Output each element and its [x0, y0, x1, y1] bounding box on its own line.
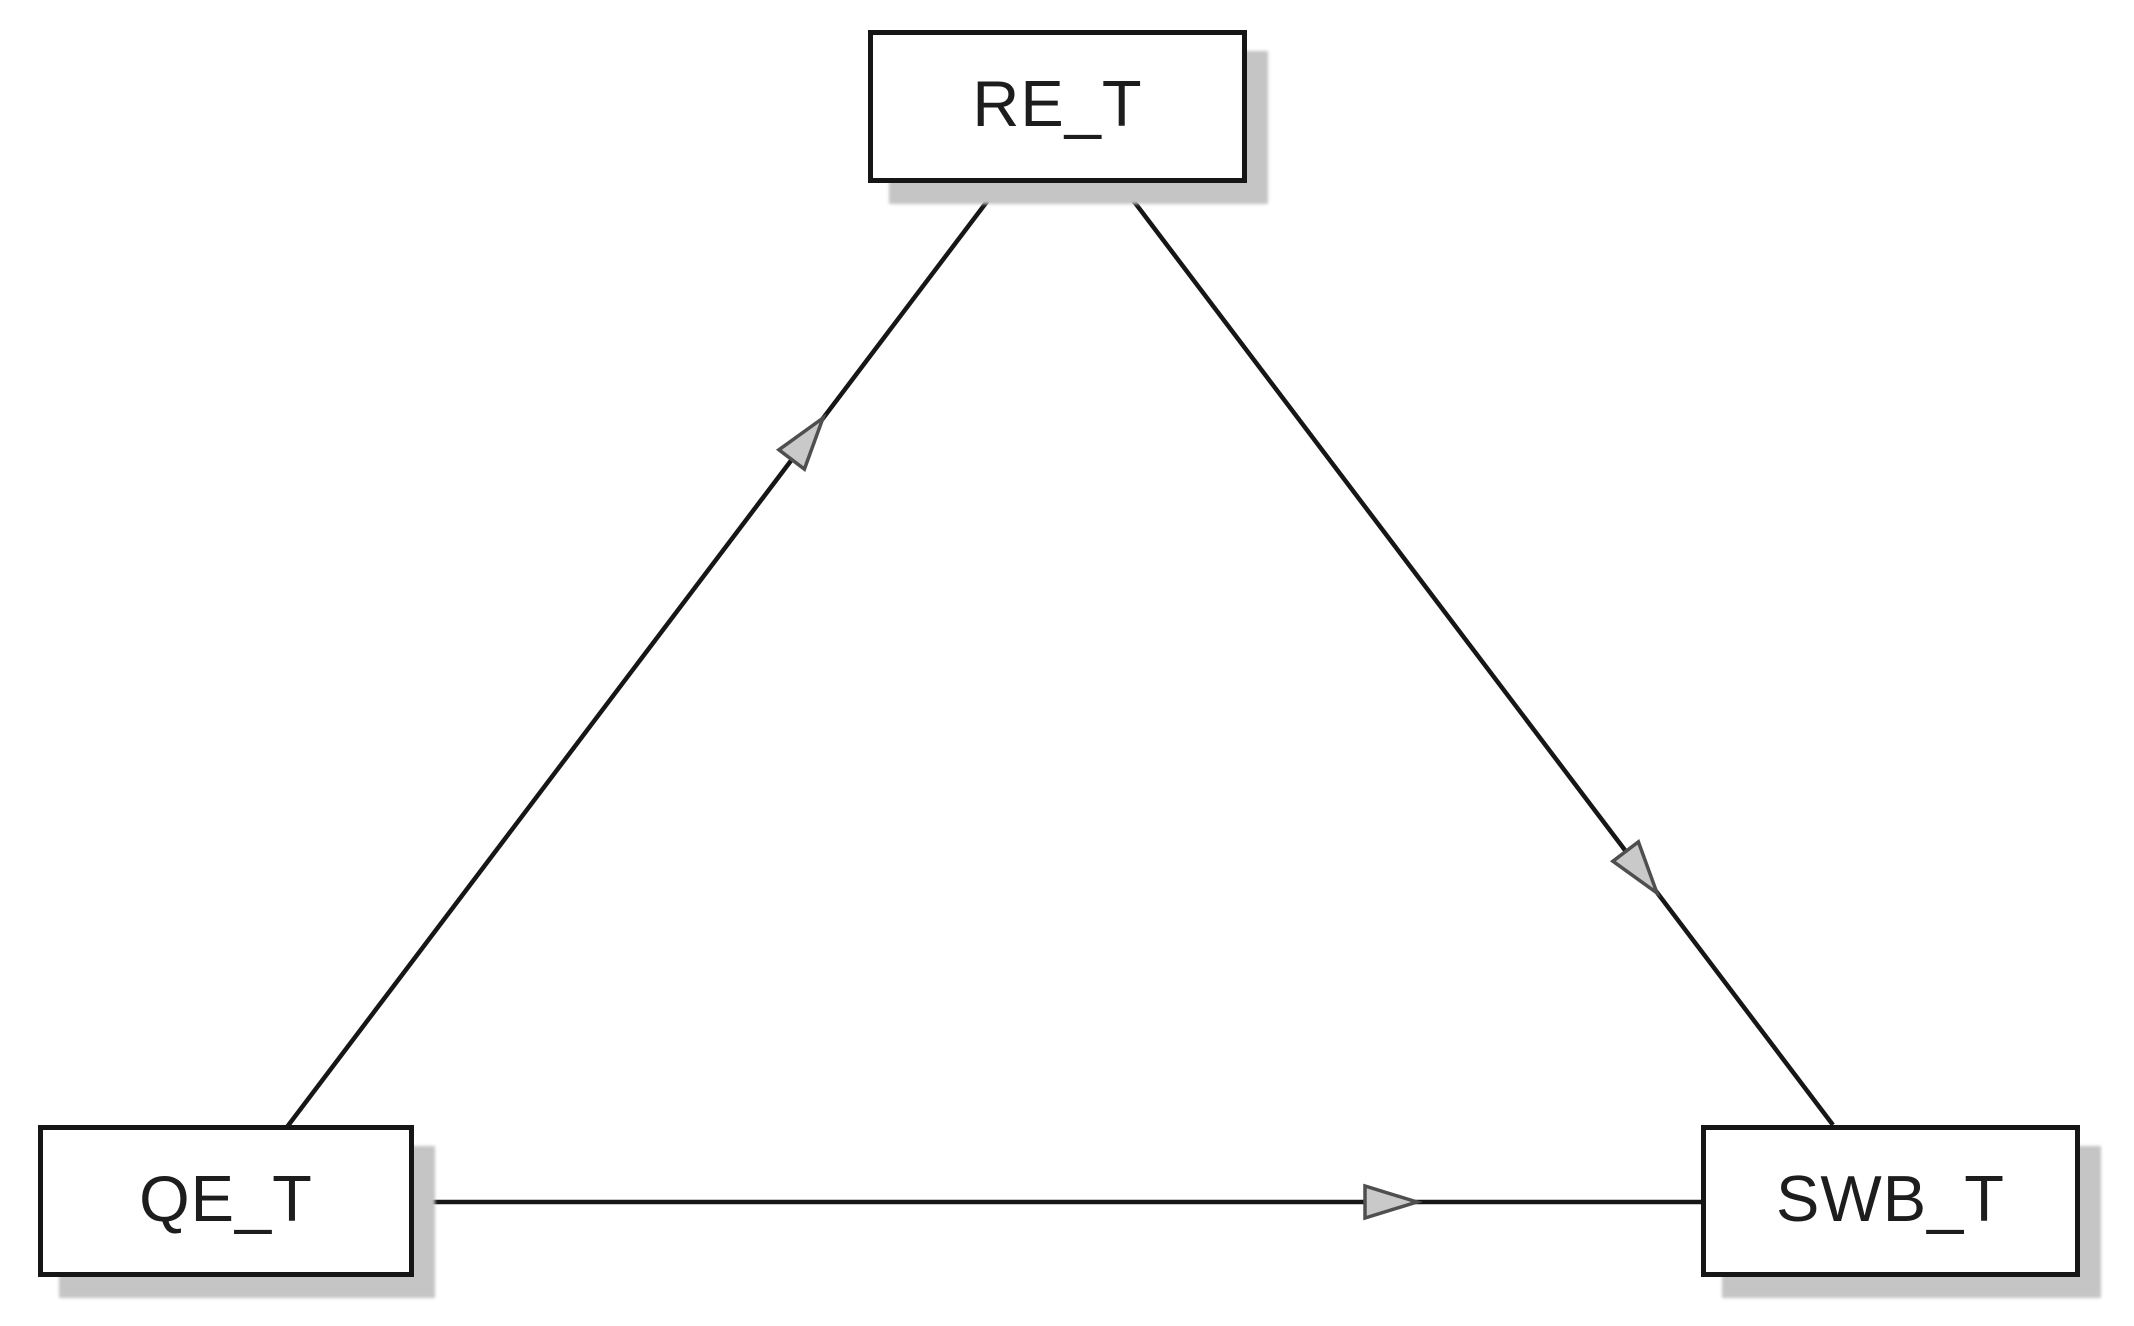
edge-re-t-to-swb-t	[1118, 181, 1835, 1127]
node-qe-t: QE_T	[38, 1125, 414, 1277]
edge-line-re-t-to-swb-t	[1118, 181, 1835, 1127]
arrowhead-icon	[775, 413, 827, 472]
edge-qe-t-to-re-t	[285, 181, 1003, 1129]
node-label-qe-t: QE_T	[139, 1161, 313, 1235]
node-label-re-t: RE_T	[972, 67, 1143, 140]
arrowhead-icon	[1609, 839, 1661, 898]
arrowhead-icon	[1363, 1183, 1423, 1221]
node-swb-t: SWB_T	[1701, 1125, 2080, 1277]
node-re-t: RE_T	[868, 30, 1247, 183]
edge-line-qe-t-to-re-t	[285, 181, 1003, 1129]
node-label-swb-t: SWB_T	[1776, 1161, 2005, 1235]
edge-qe-t-to-swb-t	[413, 1183, 1703, 1221]
